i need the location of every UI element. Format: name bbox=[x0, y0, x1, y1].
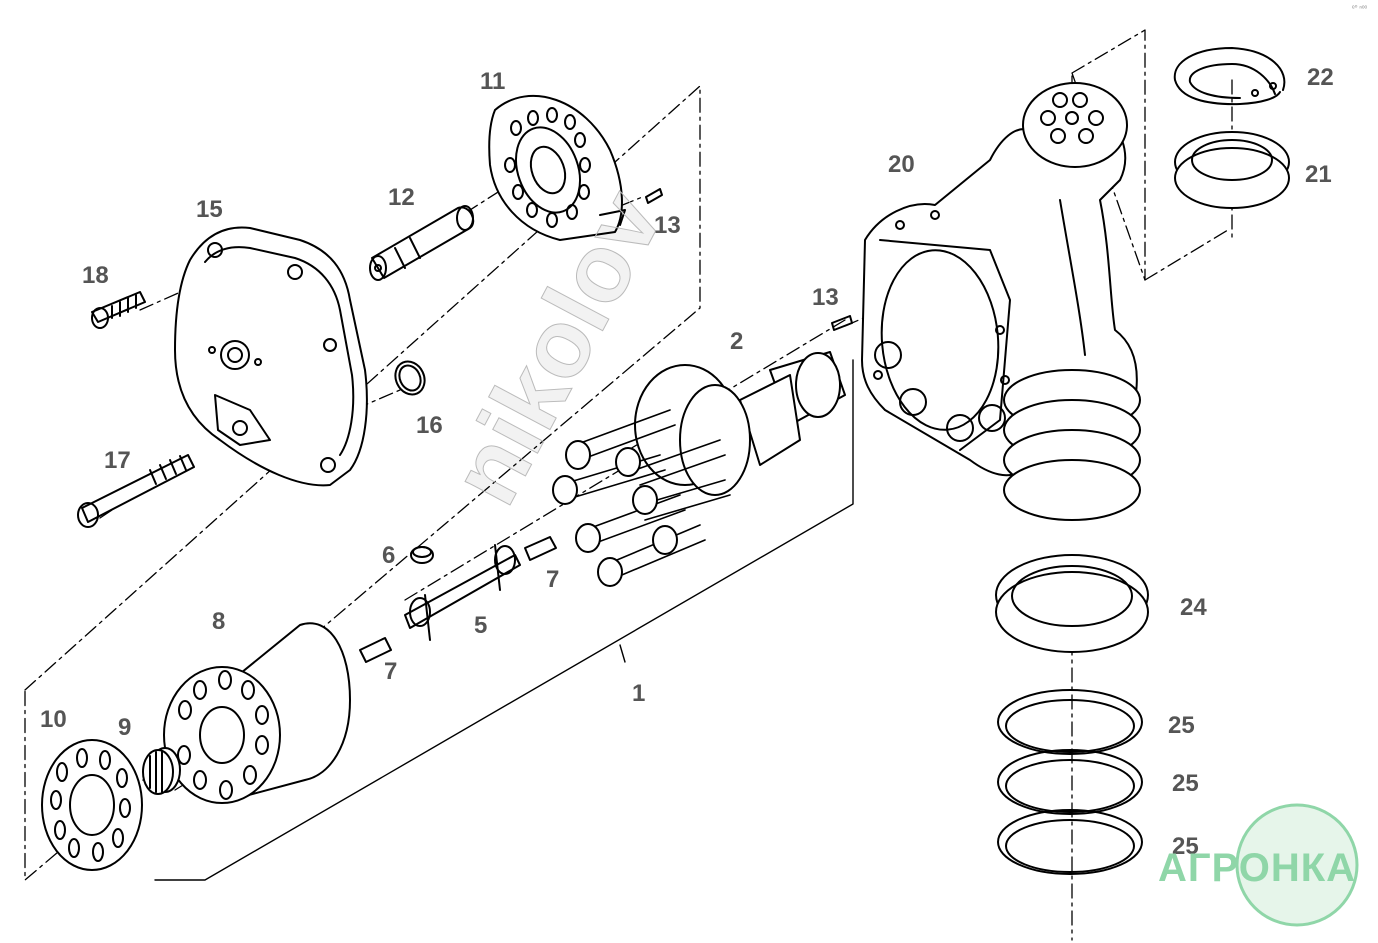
label-part-15: 15 bbox=[196, 196, 223, 223]
rings-25 bbox=[997, 689, 1143, 875]
label-part-9: 9 bbox=[118, 714, 132, 741]
o-ring-16 bbox=[394, 360, 426, 396]
pin-7-upper bbox=[524, 536, 557, 561]
pin-13-lower bbox=[831, 315, 853, 331]
pin-7-lower bbox=[359, 637, 392, 663]
corner-mark: ᵉ⁰ ⁿᵒᵒ bbox=[1352, 5, 1368, 12]
valve-plate-11 bbox=[488, 94, 626, 241]
group-1-bracket bbox=[154, 359, 854, 881]
label-part-16: 16 bbox=[416, 412, 443, 439]
circlip-22 bbox=[1173, 47, 1286, 106]
label-part-25-bottom: 25 bbox=[1172, 833, 1199, 860]
label-part-11: 11 bbox=[480, 68, 506, 95]
label-part-7-lower: 7 bbox=[384, 658, 398, 685]
end-cover-15 bbox=[174, 226, 368, 487]
label-part-20: 20 bbox=[888, 151, 915, 178]
label-part-10: 10 bbox=[40, 706, 67, 733]
label-part-12: 12 bbox=[388, 184, 415, 211]
center-pin-5 bbox=[404, 544, 521, 641]
label-part-17: 17 bbox=[104, 447, 131, 474]
bolt-17 bbox=[77, 454, 195, 528]
label-part-2: 2 bbox=[730, 328, 744, 355]
needle-bearing-9 bbox=[142, 747, 181, 795]
brand-logo bbox=[1235, 803, 1359, 927]
label-part-13-upper: 13 bbox=[654, 212, 681, 239]
spool-12 bbox=[369, 205, 475, 281]
port-plate-10 bbox=[41, 739, 143, 871]
housing-sleeve bbox=[1003, 369, 1141, 521]
shaft-piston-assembly-2 bbox=[552, 351, 846, 587]
brand-wordmark: АГРОНКА bbox=[1158, 846, 1357, 890]
label-part-24: 24 bbox=[1180, 594, 1207, 621]
bolt-18 bbox=[91, 291, 146, 329]
cap-6 bbox=[410, 546, 434, 564]
label-part-6: 6 bbox=[382, 542, 396, 569]
label-part-18: 18 bbox=[82, 262, 109, 289]
label-part-1: 1 bbox=[632, 680, 646, 707]
label-part-8: 8 bbox=[212, 608, 226, 635]
label-part-5: 5 bbox=[474, 612, 488, 639]
label-part-7-upper: 7 bbox=[546, 566, 560, 593]
seal-24 bbox=[995, 554, 1149, 653]
label-part-13-lower: 13 bbox=[812, 284, 839, 311]
bearing-21 bbox=[1174, 131, 1290, 209]
cylinder-block-8 bbox=[163, 622, 351, 804]
label-part-25-top: 25 bbox=[1168, 712, 1195, 739]
pin-13-upper bbox=[645, 188, 663, 204]
label-part-21: 21 bbox=[1305, 161, 1332, 188]
label-part-22: 22 bbox=[1307, 64, 1334, 91]
label-part-25-middle: 25 bbox=[1172, 770, 1199, 797]
